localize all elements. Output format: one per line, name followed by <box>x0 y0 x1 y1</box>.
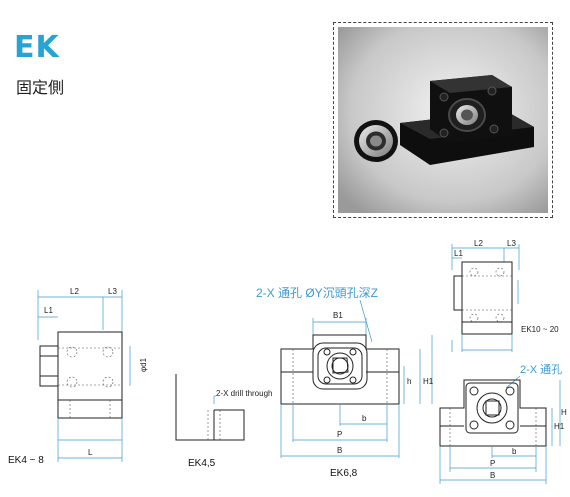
caption-ek6-8: EK6,8 <box>330 468 358 479</box>
caption-ek10-20: EK10 ~ 20 <box>521 325 559 334</box>
drawing-ek6-8: 2-X 通孔 ØY沉頭孔深Z B1 h H1 b P <box>256 286 434 479</box>
caption-ek4-8: EK4 ~ 8 <box>8 455 44 466</box>
ek10-dim-l2-label: L2 <box>474 239 483 248</box>
drawing-ek4-8: L2 L3 L1 φd1 L EK4 ~ 8 <box>8 287 148 466</box>
dim-b-small-label: b <box>362 414 367 423</box>
dim-l-label: L <box>88 448 93 457</box>
ek10-dim-l3-label: L3 <box>507 239 516 248</box>
ek10-dim-b-label: B <box>490 471 495 480</box>
support-unit-photo-icon <box>338 27 548 213</box>
page-subtitle: 固定側 <box>16 78 65 97</box>
drawing-ek10-20-front: 2-X 通孔 H1 H b P B <box>439 363 567 484</box>
product-photo <box>333 22 553 218</box>
dim-b1-label: B1 <box>333 311 343 320</box>
dim-p-label: P <box>337 430 342 439</box>
ek10-dim-h1-label: H1 <box>554 422 565 431</box>
page-title: EK <box>14 30 60 65</box>
dim-b-label: B <box>337 446 342 455</box>
dim-d1-label: φd1 <box>139 357 148 372</box>
ek10-dim-h-label: H <box>561 408 567 417</box>
ek10-dim-b-small-label: b <box>512 447 517 456</box>
drawing-ek4-5: 2-X drill through EK4,5 <box>175 374 272 469</box>
ek6-8-hole-note: 2-X 通孔 ØY沉頭孔深Z <box>256 286 378 300</box>
dim-h1-label: H1 <box>423 377 434 386</box>
ek4-5-drill-note: 2-X drill through <box>216 389 272 398</box>
ek10-dim-l1-label: L1 <box>454 249 463 258</box>
dim-l3-label: L3 <box>108 287 117 296</box>
drawing-ek10-20-side: L2 L3 L1 EK10 ~ 20 <box>451 239 559 352</box>
dim-h-label: h <box>407 377 411 386</box>
ek10-20-hole-note: 2-X 通孔 <box>520 363 562 376</box>
caption-ek4-5: EK4,5 <box>188 458 216 469</box>
dim-l2-label: L2 <box>70 287 79 296</box>
dim-l1-label: L1 <box>44 306 53 315</box>
ek10-dim-p-label: P <box>490 459 495 468</box>
